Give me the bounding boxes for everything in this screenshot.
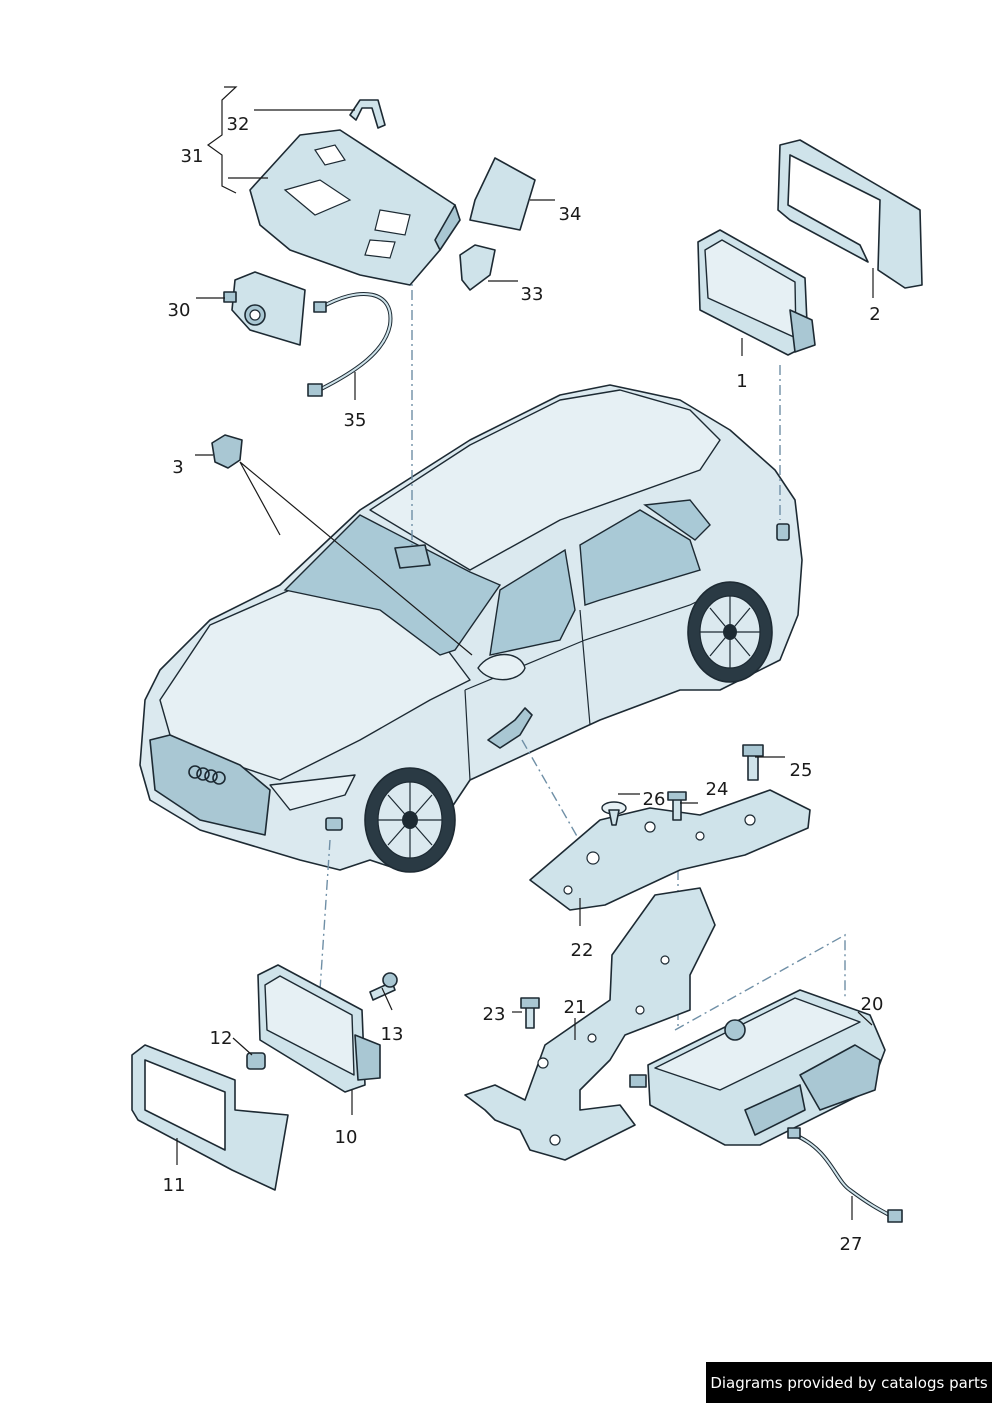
credit-banner: Diagrams provided by catalogs parts	[706, 1362, 992, 1403]
callout-33: 33	[521, 284, 544, 305]
part-26-clip	[601, 801, 627, 826]
part-27-cable	[787, 1127, 903, 1223]
callout-34: 34	[559, 204, 582, 225]
car-side-mirror	[477, 653, 526, 681]
part-32-clip	[349, 99, 386, 129]
part-20-control-unit	[629, 989, 886, 1146]
part-23-bolt	[520, 997, 540, 1029]
callout-10: 10	[335, 1127, 358, 1148]
callout-25: 25	[790, 760, 813, 781]
car-side-bracket-marker	[487, 707, 533, 749]
callout-13: 13	[381, 1024, 404, 1045]
callout-27: 27	[840, 1234, 863, 1255]
car-front-wheel	[364, 767, 456, 873]
callout-23: 23	[483, 1004, 506, 1025]
car-rear-side-window	[579, 509, 701, 606]
part-22-mounting-plate	[529, 789, 811, 911]
part-25-bolt	[742, 744, 764, 781]
callout-30: 30	[168, 300, 191, 321]
car-grille	[149, 734, 271, 836]
car-illustration	[139, 384, 803, 873]
part-13-bolt	[369, 972, 398, 1001]
car-windshield	[283, 514, 502, 656]
part-12-clip	[246, 1052, 266, 1070]
part-11-housing-frame	[131, 1044, 289, 1191]
callout-26: 26	[643, 789, 666, 810]
part-33-cap	[459, 244, 496, 291]
car-front-sensor-marker	[325, 817, 343, 831]
callout-31: 31	[181, 146, 204, 167]
part-2-housing-frame	[777, 139, 923, 289]
part-10-control-module	[257, 964, 381, 1093]
callout-1: 1	[736, 371, 747, 392]
car-rear-quarter-window	[643, 499, 711, 541]
part-24-bolt	[667, 791, 687, 821]
callout-labels: 1 2 3 10 11 12 13 20 21 22 23 24 25 26 2…	[163, 114, 884, 1255]
callout-21: 21	[564, 997, 587, 1018]
leader-lines	[176, 86, 874, 1220]
callout-2: 2	[869, 304, 880, 325]
car-rings-emblem	[188, 765, 226, 785]
part-35-cable	[307, 292, 393, 397]
car-headlight	[269, 774, 356, 811]
callout-32: 32	[227, 114, 250, 135]
part-3-sensor	[211, 434, 243, 469]
callout-20: 20	[861, 994, 884, 1015]
callout-22: 22	[571, 940, 594, 961]
car-rear-wheel	[687, 581, 773, 683]
car-rear-sensor-marker	[776, 523, 790, 541]
part-30-camera-unit	[223, 271, 306, 346]
part-31-bracket-assembly	[249, 129, 461, 286]
car-windshield-camera-marker	[394, 544, 431, 569]
part-1-control-module	[697, 229, 816, 356]
callout-35: 35	[344, 410, 367, 431]
car-roof	[369, 389, 721, 571]
part-21-support-bracket	[464, 887, 716, 1161]
callout-11: 11	[163, 1175, 186, 1196]
callout-12: 12	[210, 1028, 233, 1049]
part-34-cover	[469, 157, 536, 231]
car-front-side-window	[489, 548, 576, 656]
callout-3: 3	[172, 457, 183, 478]
callout-24: 24	[706, 779, 729, 800]
